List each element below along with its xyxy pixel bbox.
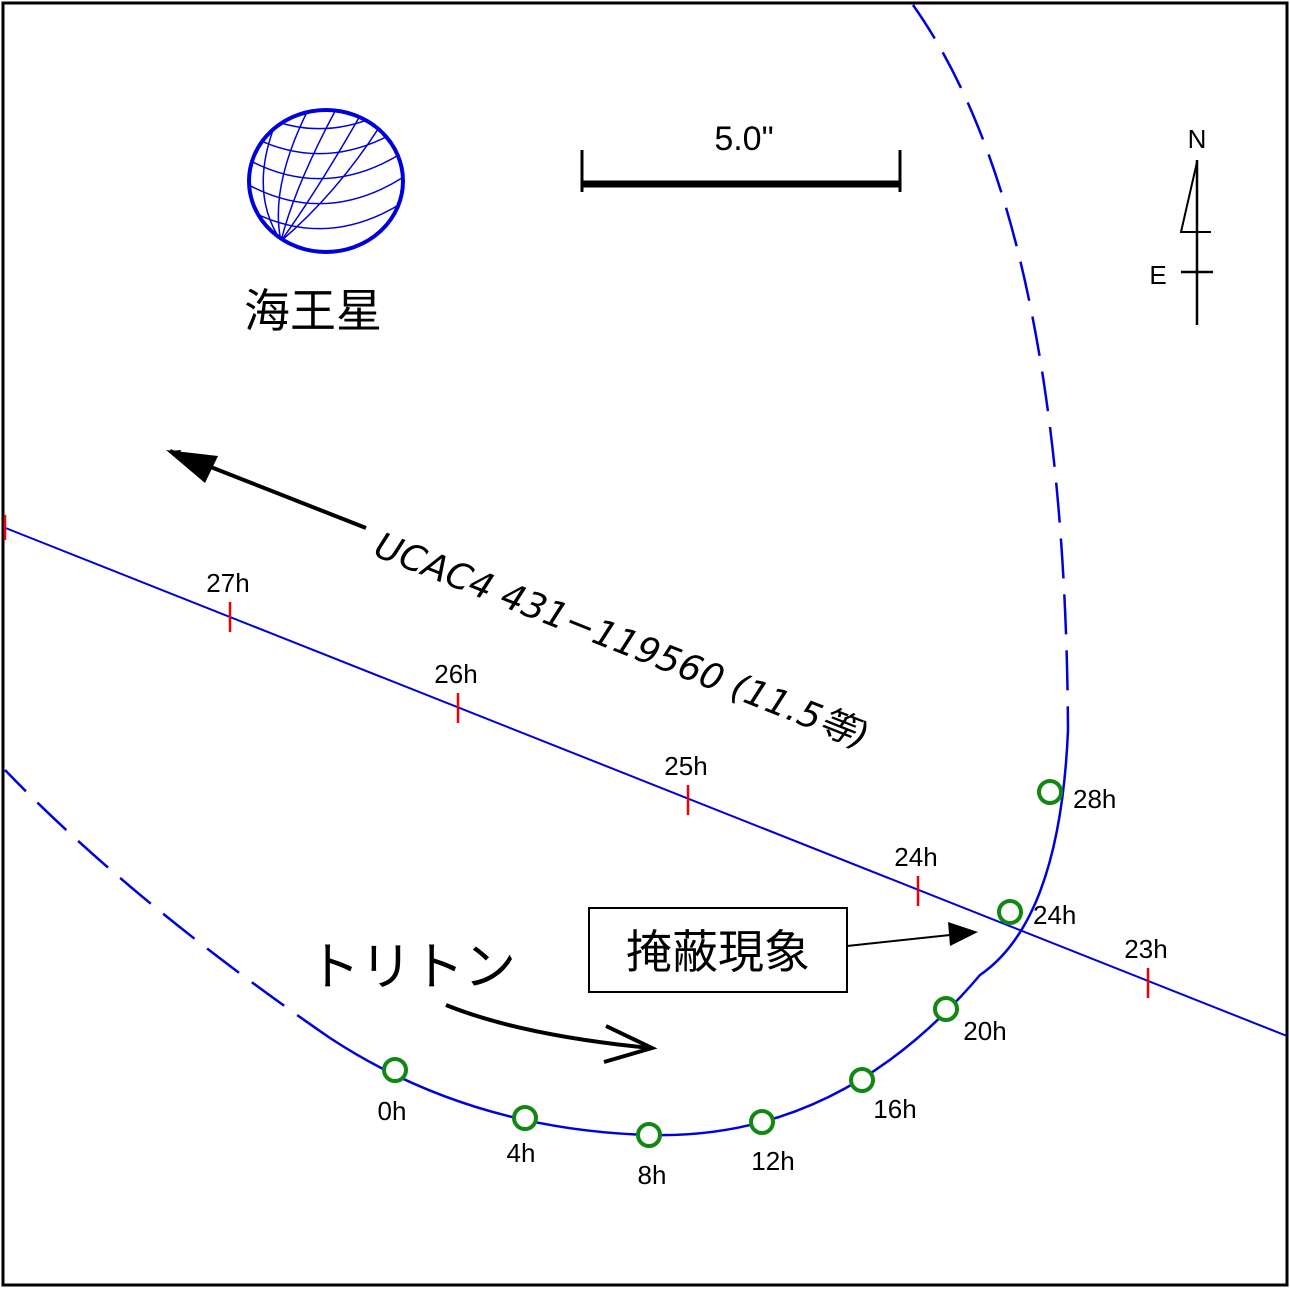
orbit-marker-label: 28h [1073,784,1116,814]
star-path-tick-label: 26h [434,659,477,689]
orbit-dashed-lower [4,769,331,1040]
orbit-marker-label: 4h [507,1138,536,1168]
star-path-line [2,526,1288,1037]
globe-longitude-line [280,110,347,242]
moon-motion-arrow-shaft [445,1003,651,1050]
star-direction-arrowhead-icon [166,450,218,483]
event-pointer-arrowhead-icon [948,922,978,946]
moon-motion-arrowhead-icon [603,1024,658,1064]
scale-bar-label: 5.0" [714,120,773,158]
moon-label: トリトン [308,938,516,998]
orbit-marker-label: 24h [1033,900,1076,930]
star-path-tick-label: 27h [206,568,249,598]
event-box [588,907,848,993]
orbit-solid [329,729,1070,1137]
star-path-tick-label: 25h [664,751,707,781]
orbit-marker-label: 12h [751,1146,794,1176]
orbit-marker [1037,779,1063,805]
compass-east-label: E [1149,260,1166,290]
orbit-marker-label: 8h [638,1160,667,1190]
orbit-marker [997,899,1023,925]
orbit-marker-label: 0h [378,1096,407,1126]
globe-latitude-line [249,160,403,205]
compass-icon [1179,160,1213,325]
event-pointer-arrow [846,934,951,947]
neptune-label: 海王星 [244,284,382,338]
star-path-tick-label: 24h [894,842,937,872]
event-label: 掩蔽現象 [626,925,810,979]
orbit-marker [512,1105,538,1131]
orbit-marker [933,996,959,1022]
orbit-marker-label: 16h [873,1094,916,1124]
orbit-marker [849,1067,875,1093]
compass-north-label: N [1188,124,1207,154]
scale-bar [580,150,902,192]
orbit-dashed-upper [911,4,1070,731]
star-path-tick-label: 23h [1124,934,1167,964]
orbit-marker-label: 20h [963,1016,1006,1046]
orbit-marker [636,1122,662,1148]
orbit-marker [382,1057,408,1083]
orbit-marker [749,1109,775,1135]
